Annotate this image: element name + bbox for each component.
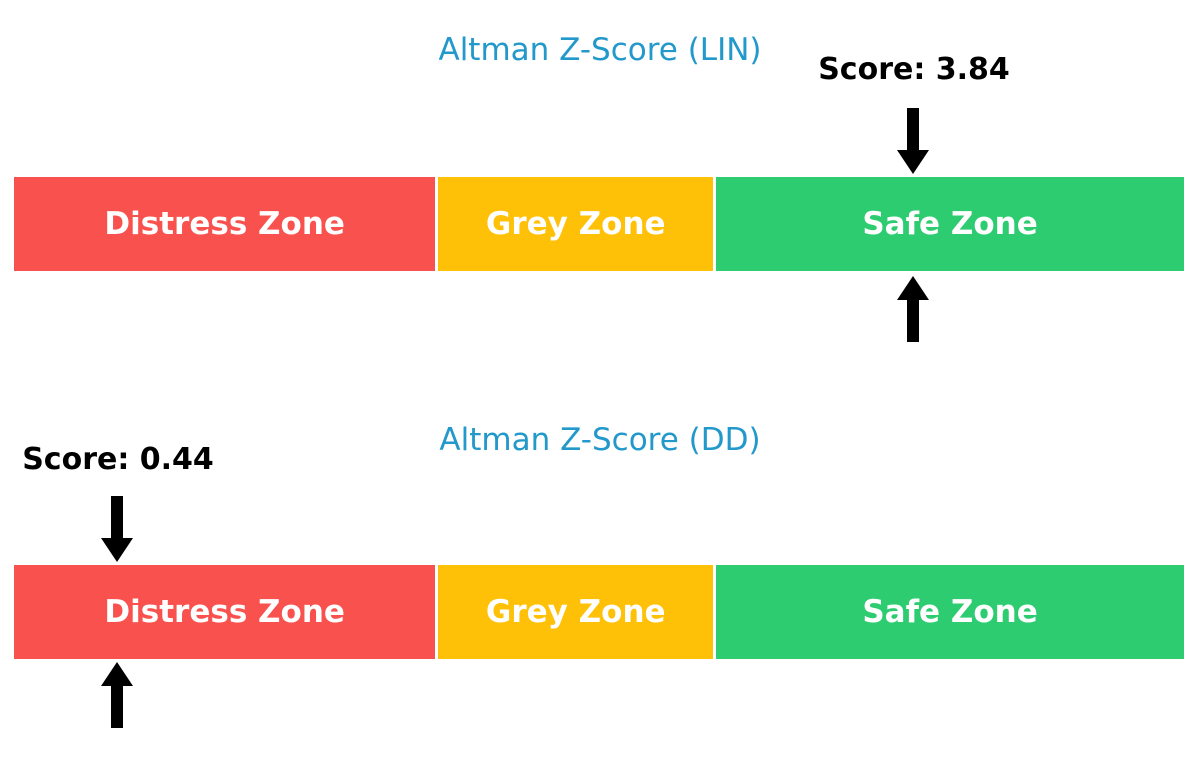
zone-label-grey: Grey Zone — [485, 594, 666, 630]
arrow-head — [896, 150, 929, 174]
zone-segment-safe: Safe Zone — [716, 177, 1184, 271]
chart-lin-marker-track-top — [14, 108, 1184, 174]
chart-dd-zone-bar: Distress Zone Grey Zone Safe Zone — [14, 565, 1184, 659]
up-arrow-icon — [896, 276, 929, 342]
zone-label-distress: Distress Zone — [104, 594, 345, 630]
zone-segment-distress: Distress Zone — [14, 177, 436, 271]
zone-segment-grey: Grey Zone — [438, 565, 714, 659]
chart-lin-title: Altman Z-Score (LIN) — [438, 31, 762, 68]
chart-lin-score-label: Score: 3.84 — [818, 52, 1010, 87]
arrow-shaft — [906, 300, 919, 342]
arrow-shaft — [110, 686, 123, 728]
chart-dd-marker-track-bottom — [14, 662, 1184, 728]
chart-lin-zone-bar: Distress Zone Grey Zone Safe Zone — [14, 177, 1184, 271]
arrow-head — [100, 662, 133, 686]
zone-label-safe: Safe Zone — [862, 594, 1038, 630]
zone-segment-distress: Distress Zone — [14, 565, 436, 659]
zone-label-distress: Distress Zone — [104, 206, 345, 242]
arrow-shaft — [906, 108, 919, 150]
up-arrow-icon — [100, 662, 133, 728]
arrow-shaft — [110, 496, 123, 538]
chart-dd-score-label: Score: 0.44 — [22, 442, 214, 477]
zone-label-safe: Safe Zone — [862, 206, 1038, 242]
down-arrow-icon — [896, 108, 929, 174]
down-arrow-icon — [100, 496, 133, 562]
arrow-head — [896, 276, 929, 300]
zone-label-grey: Grey Zone — [485, 206, 666, 242]
arrow-head — [100, 538, 133, 562]
zone-segment-grey: Grey Zone — [438, 177, 714, 271]
chart-dd-marker-track-top — [14, 496, 1184, 562]
zone-segment-safe: Safe Zone — [716, 565, 1184, 659]
chart-lin-marker-track-bottom — [14, 276, 1184, 342]
chart-dd-title: Altman Z-Score (DD) — [439, 421, 761, 458]
